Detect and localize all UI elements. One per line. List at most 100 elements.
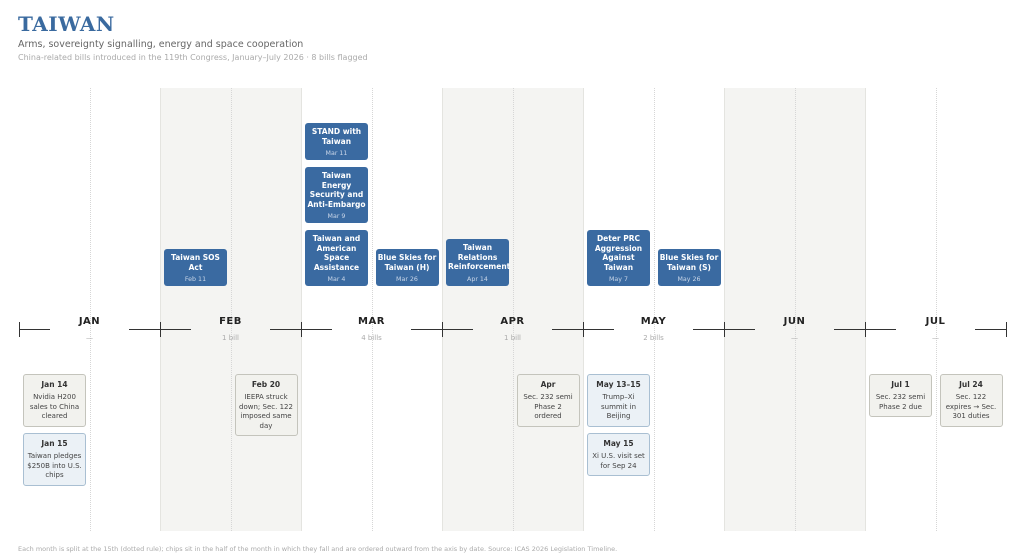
mid-month-rule: [230, 88, 232, 531]
page-title: TAIWAN: [18, 12, 115, 36]
month-band-jun: [724, 88, 865, 531]
axis-line-left: [19, 329, 50, 330]
month-bill-count: —: [86, 334, 93, 342]
band-edge: [301, 88, 302, 531]
month-bill-count: 1 bill: [222, 334, 239, 342]
axis-line-right: [270, 329, 301, 330]
event-description: Nvidia H200 sales to China cleared: [29, 393, 80, 420]
event-description: Trump–Xi summit in Beijing: [600, 393, 637, 420]
month-bill-count: 2 bills: [643, 334, 664, 342]
mid-month-rule: [371, 88, 373, 531]
bill-date: May 7: [608, 276, 629, 283]
month-bill-count: —: [932, 334, 939, 342]
mid-month-rule: [935, 88, 937, 531]
axis-tick: [160, 322, 161, 337]
event-chip[interactable]: Jul 1 Sec. 232 semi Phase 2 due: [869, 374, 932, 417]
axis-line-left: [301, 329, 332, 330]
bill-title: Taiwan Energy Security and Anti-Embargo: [307, 171, 366, 209]
axis-line-right: [552, 329, 583, 330]
bill-title: STAND with Taiwan: [311, 127, 362, 146]
axis-tick: [19, 322, 20, 337]
axis-line-right: [975, 329, 1006, 330]
bill-title: Deter PRC Aggression Against Taiwan: [594, 234, 643, 272]
axis-line-right: [129, 329, 160, 330]
bill-date: Mar 9: [327, 213, 346, 220]
axis-tick: [1006, 322, 1007, 337]
event-chip[interactable]: Jan 14 Nvidia H200 sales to China cleared: [23, 374, 86, 427]
month-label-jun: JUN: [783, 316, 806, 327]
event-date: May 15: [603, 439, 634, 448]
event-chip[interactable]: Feb 20 IEEPA struck down; Sec. 122 impose…: [234, 374, 298, 436]
band-edge: [583, 88, 584, 531]
month-band-feb: [160, 88, 301, 531]
band-edge: [160, 88, 161, 531]
mid-month-rule: [512, 88, 514, 531]
bill-title: Taiwan Relations Reinforcement: [448, 243, 511, 271]
event-description: Sec. 232 semi Phase 2 due: [875, 393, 926, 411]
axis-line-left: [724, 329, 755, 330]
month-bill-count: 4 bills: [361, 334, 382, 342]
axis-tick: [301, 322, 302, 337]
month-label-jul: JUL: [925, 316, 946, 327]
axis-tick: [865, 322, 866, 337]
axis-line-right: [411, 329, 442, 330]
event-chip[interactable]: Jan 15 Taiwan pledges $250B into U.S. chi…: [23, 433, 86, 486]
band-edge: [724, 88, 725, 531]
mid-month-rule: [794, 88, 796, 531]
bill-date: Feb 11: [184, 276, 207, 283]
band-edge: [442, 88, 443, 531]
axis-tick: [442, 322, 443, 337]
event-description: Sec. 122 expires → Sec. 301 duties: [945, 393, 997, 420]
bill-title: Taiwan SOS Act: [171, 253, 220, 272]
event-description: IEEPA struck down; Sec. 122 imposed same…: [239, 393, 293, 430]
event-description: Taiwan pledges $250B into U.S. chips: [27, 452, 82, 479]
event-date: Jul 1: [891, 380, 910, 389]
event-date: Jan 15: [41, 439, 68, 448]
axis-line-right: [693, 329, 724, 330]
event-date: Apr: [540, 380, 556, 389]
axis-line-right: [834, 329, 865, 330]
band-edge: [865, 88, 866, 531]
event-chip[interactable]: Jul 24 Sec. 122 expires → Sec. 301 duties: [939, 374, 1003, 427]
axis-line-left: [583, 329, 614, 330]
axis-tick: [583, 322, 584, 337]
bill-chip[interactable]: Blue Skies for Taiwan (S) May 26: [657, 249, 721, 286]
footnote: Each month is split at the 15th (dotted …: [18, 545, 618, 553]
month-label-jan: JAN: [78, 316, 101, 327]
month-bill-count: —: [791, 334, 798, 342]
event-chip[interactable]: May 15 Xi U.S. visit set for Sep 24: [587, 433, 650, 476]
bill-date: May 26: [677, 276, 701, 283]
month-band-apr: [442, 88, 583, 531]
mid-month-rule: [89, 88, 91, 531]
event-date: Jul 24: [959, 380, 983, 389]
axis-line-left: [442, 329, 473, 330]
axis-line-left: [160, 329, 191, 330]
bill-chip[interactable]: Blue Skies for Taiwan (H) Mar 26: [375, 249, 439, 286]
month-bill-count: 1 bill: [504, 334, 521, 342]
mid-month-rule: [653, 88, 655, 531]
bill-date: Mar 11: [325, 150, 348, 157]
bill-date: Mar 4: [327, 276, 346, 283]
month-label-apr: APR: [500, 316, 525, 327]
bill-title: Blue Skies for Taiwan (H): [377, 253, 437, 272]
month-label-feb: FEB: [219, 316, 242, 327]
month-label-may: MAY: [640, 316, 667, 327]
axis-tick: [724, 322, 725, 337]
event-date: Jan 14: [41, 380, 68, 389]
page-meta: China-related bills introduced in the 11…: [18, 53, 368, 62]
event-date: Feb 20: [251, 380, 281, 389]
event-date: May 13–15: [596, 380, 641, 389]
bill-title: Blue Skies for Taiwan (S): [659, 253, 719, 272]
bill-date: Mar 26: [396, 276, 418, 283]
month-label-mar: MAR: [358, 316, 385, 327]
event-description: Xi U.S. visit set for Sep 24: [592, 452, 645, 470]
